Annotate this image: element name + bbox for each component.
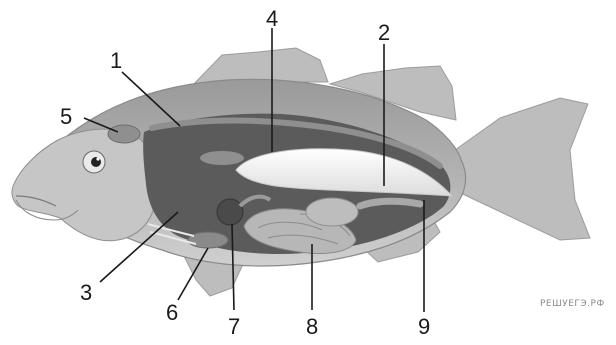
fish-head (12, 129, 156, 241)
tail-fin (448, 98, 590, 240)
label-5: 5 (60, 104, 72, 129)
label-2: 2 (378, 20, 390, 45)
label-7: 7 (228, 314, 240, 339)
label-4: 4 (266, 6, 278, 31)
eye-highlight (96, 157, 99, 160)
label-1: 1 (110, 48, 122, 73)
label-6: 6 (166, 300, 178, 325)
liver (188, 232, 228, 248)
label-3: 3 (80, 280, 92, 305)
heart (217, 199, 243, 225)
watermark: РЕШУЕГЭ.РФ (540, 299, 605, 309)
stomach (306, 198, 358, 226)
label-8: 8 (306, 314, 318, 339)
label-9: 9 (418, 314, 430, 339)
small-organ (200, 151, 244, 165)
brain (108, 125, 140, 143)
